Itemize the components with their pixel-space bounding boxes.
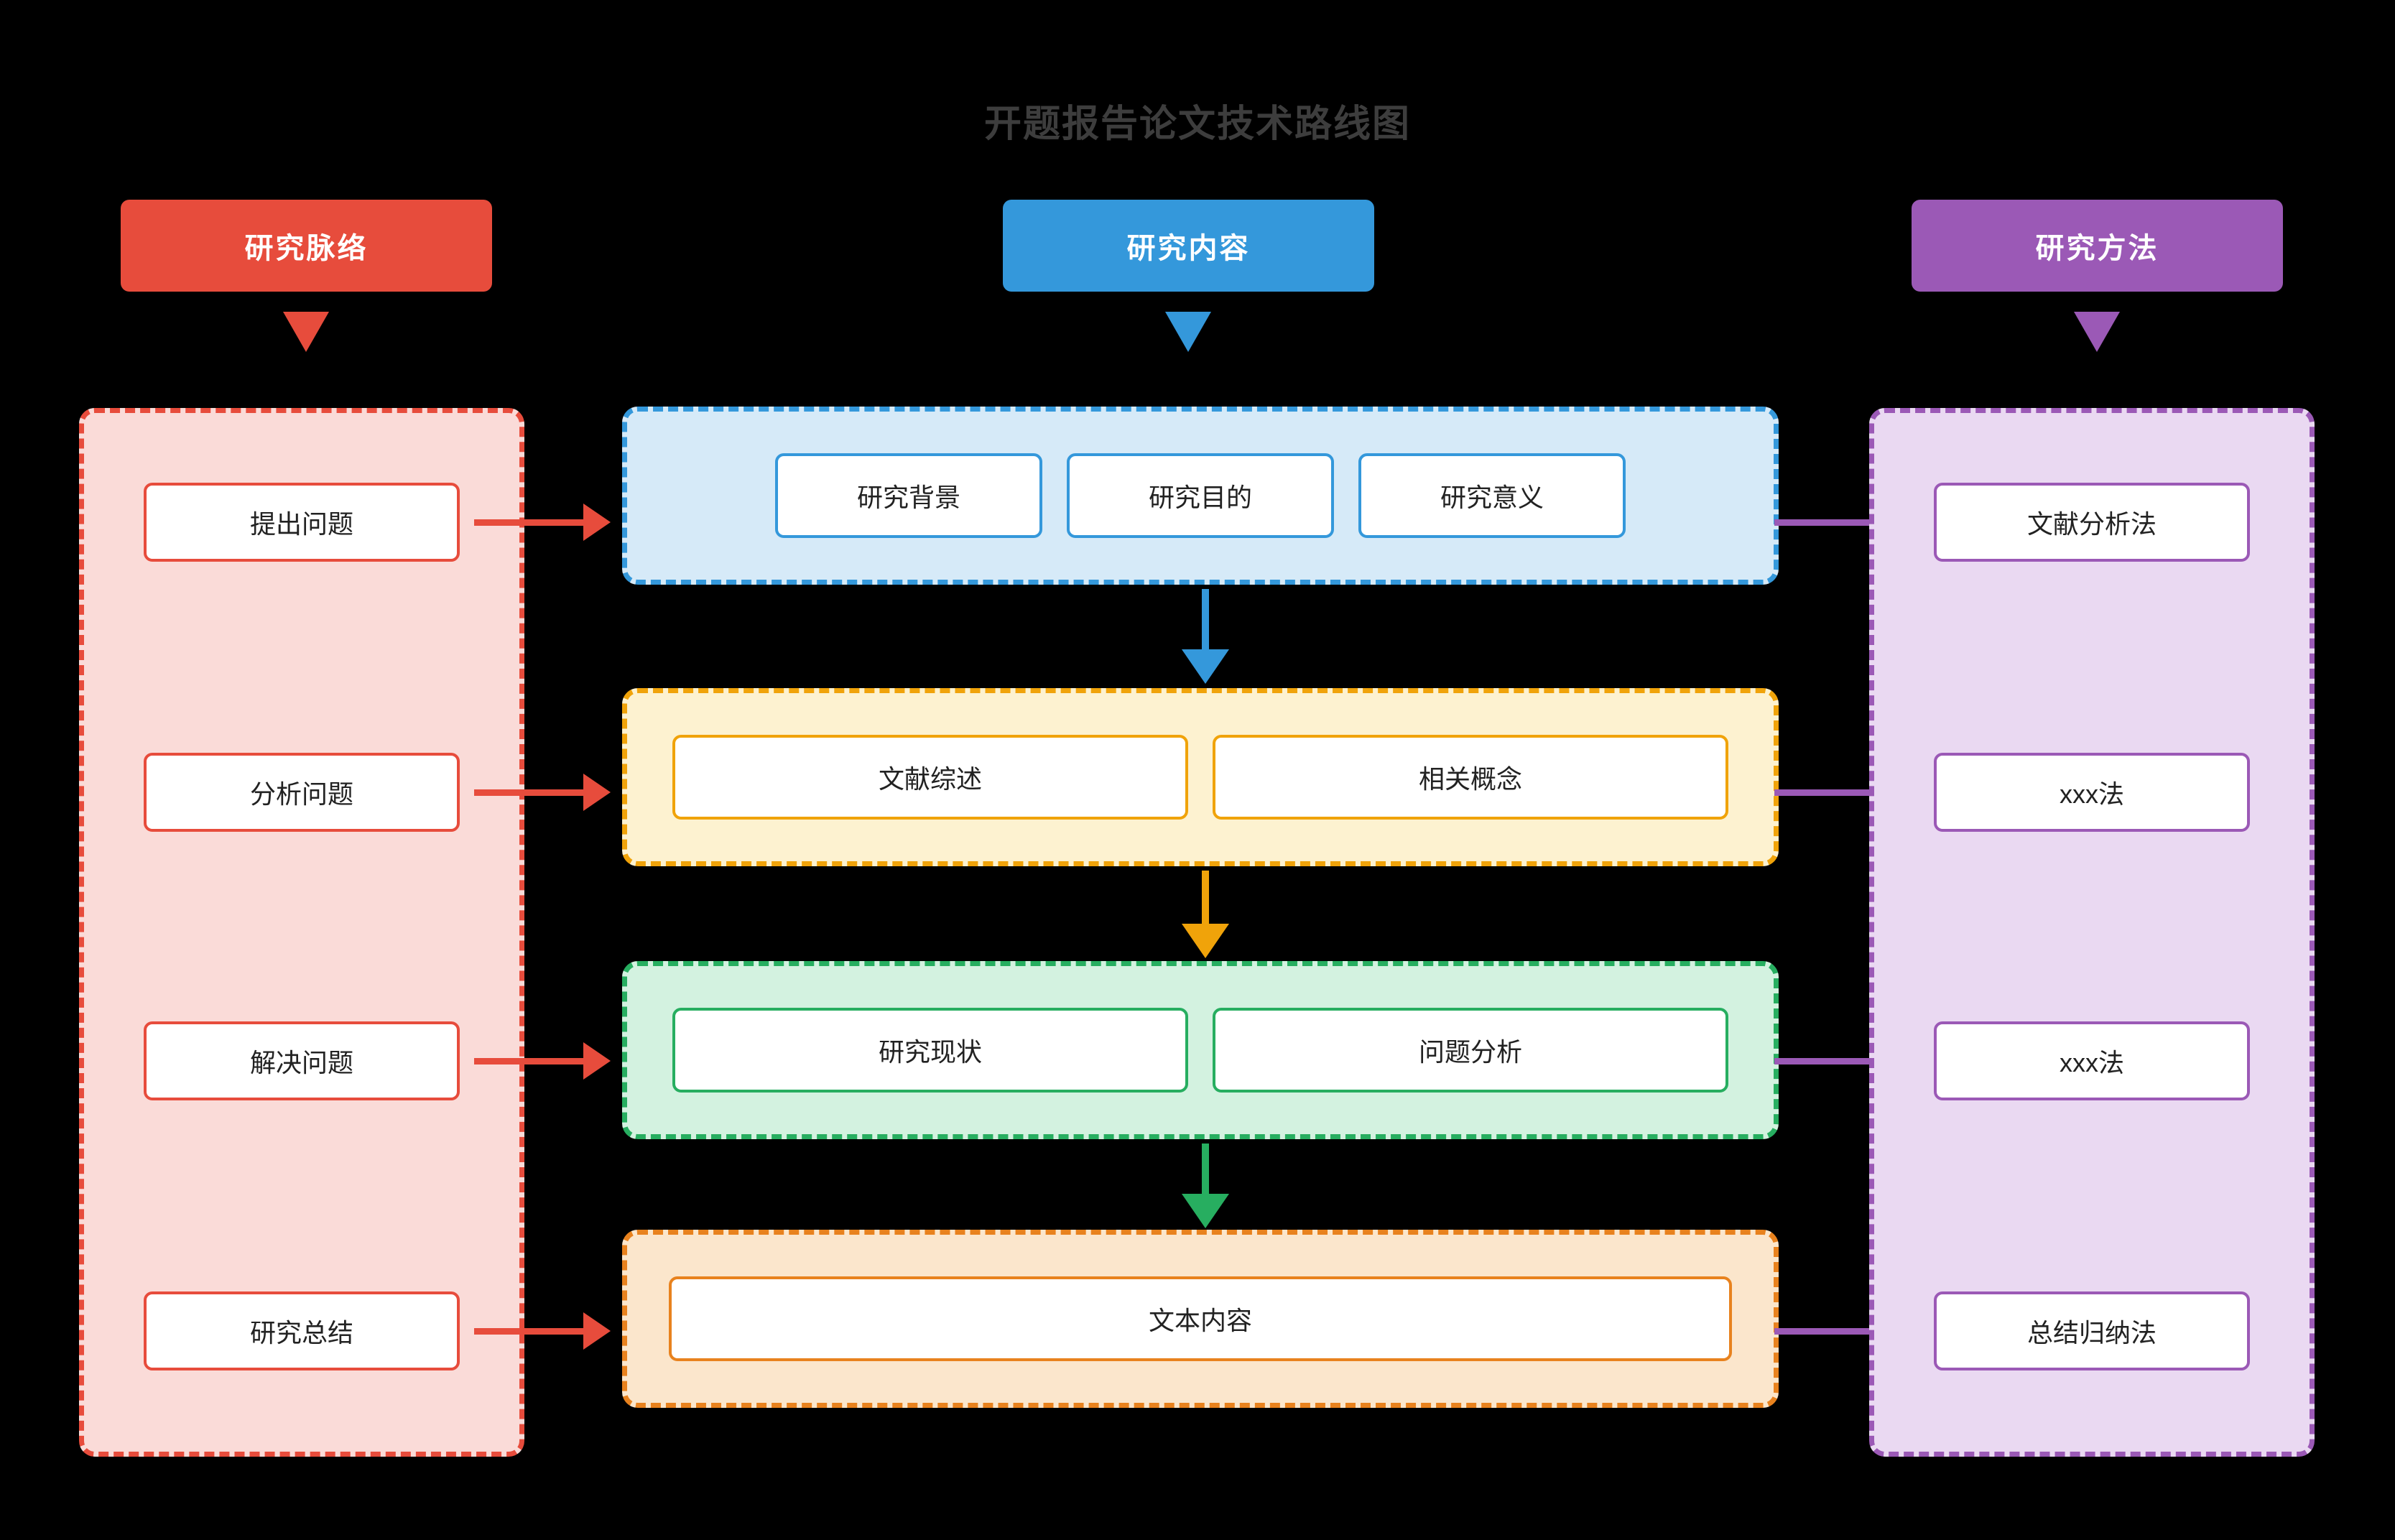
- list-item[interactable]: 文献分析法: [1934, 483, 2250, 562]
- column-header-center[interactable]: 研究内容: [1003, 200, 1374, 292]
- arrow-head: [583, 774, 611, 811]
- arrow-shaft: [474, 1058, 583, 1064]
- center-r3-card-label-1: 问题分析: [1418, 1037, 1522, 1067]
- column-header-center-label: 研究内容: [1126, 233, 1251, 264]
- center-r1-card-label-0: 研究背景: [856, 483, 960, 512]
- arrow-right-icon-left-0: [474, 504, 611, 541]
- arrow-shaft: [474, 789, 583, 796]
- list-item[interactable]: 相关概念: [1213, 735, 1728, 820]
- arrow-head: [583, 504, 611, 541]
- arrow-down-icon-3: [1182, 1144, 1229, 1228]
- triangle-down-icon-center: [1165, 312, 1211, 352]
- list-item[interactable]: 研究现状: [672, 1008, 1188, 1093]
- arrow-down-icon-2: [1182, 871, 1229, 958]
- triangle-down-icon-right: [2074, 312, 2120, 352]
- right-item-label-0: 文献分析法: [2026, 509, 2157, 539]
- column-header-right[interactable]: 研究方法: [1912, 200, 2283, 292]
- left-column-panel: [79, 408, 524, 1457]
- list-item[interactable]: xxx法: [1934, 1021, 2250, 1100]
- right-item-label-1: xxx法: [2059, 779, 2124, 809]
- arrow-head: [583, 1042, 611, 1080]
- arrow-right-icon-left-3: [474, 1312, 611, 1350]
- right-item-label-3: 总结归纳法: [2026, 1318, 2157, 1348]
- triangle-down-icon-left: [283, 312, 329, 352]
- arrow-right-icon-left-2: [474, 1042, 611, 1080]
- list-item[interactable]: 分析问题: [144, 753, 460, 832]
- center-r1-card-label-2: 研究意义: [1440, 483, 1544, 512]
- center-r3-card-label-0: 研究现状: [878, 1037, 982, 1067]
- list-item[interactable]: 研究总结: [144, 1291, 460, 1370]
- center-row-panel-1: 研究背景 研究目的 研究意义: [622, 407, 1779, 585]
- arrow-down-icon-1: [1182, 589, 1229, 684]
- list-item[interactable]: 问题分析: [1213, 1008, 1728, 1093]
- left-item-label-1: 分析问题: [249, 779, 353, 809]
- arrow-shaft: [1774, 1328, 1884, 1335]
- right-column-panel: [1869, 408, 2315, 1457]
- arrow-head: [1182, 924, 1229, 958]
- center-row-panel-2: 文献综述 相关概念: [622, 688, 1779, 866]
- center-row-panel-4: 文本内容: [622, 1230, 1779, 1408]
- list-item[interactable]: xxx法: [1934, 753, 2250, 832]
- list-item[interactable]: 研究背景: [775, 453, 1042, 538]
- arrow-shaft: [1202, 871, 1209, 924]
- arrow-shaft: [474, 519, 583, 526]
- arrow-head: [583, 1312, 611, 1350]
- list-item[interactable]: 研究意义: [1358, 453, 1626, 538]
- list-item[interactable]: 总结归纳法: [1934, 1291, 2250, 1370]
- arrow-shaft: [1202, 1144, 1209, 1194]
- list-item[interactable]: 文献综述: [672, 735, 1188, 820]
- column-header-right-label: 研究方法: [2035, 233, 2159, 264]
- list-item[interactable]: 解决问题: [144, 1021, 460, 1100]
- arrow-head: [1182, 1194, 1229, 1228]
- column-header-left-label: 研究脉络: [244, 233, 369, 264]
- center-r4-card-label-0: 文本内容: [1148, 1306, 1252, 1335]
- arrow-head: [1182, 649, 1229, 684]
- left-item-label-0: 提出问题: [249, 509, 353, 539]
- arrow-shaft: [1774, 519, 1884, 526]
- arrow-shaft: [1774, 789, 1884, 796]
- arrow-shaft: [1774, 1058, 1884, 1064]
- right-item-label-2: xxx法: [2059, 1048, 2124, 1077]
- left-item-label-2: 解决问题: [249, 1048, 353, 1077]
- arrow-shaft: [474, 1328, 583, 1335]
- list-item[interactable]: 提出问题: [144, 483, 460, 562]
- center-r1-card-label-1: 研究目的: [1148, 483, 1252, 512]
- arrow-shaft: [1202, 589, 1209, 649]
- center-row-panel-3: 研究现状 问题分析: [622, 961, 1779, 1139]
- left-item-label-3: 研究总结: [249, 1318, 353, 1348]
- arrow-right-icon-left-1: [474, 774, 611, 811]
- list-item[interactable]: 研究目的: [1067, 453, 1334, 538]
- page-title: 开题报告论文技术路线图: [983, 103, 1411, 145]
- column-header-left[interactable]: 研究脉络: [121, 200, 492, 292]
- center-r2-card-label-0: 文献综述: [878, 764, 982, 794]
- list-item[interactable]: 文本内容: [669, 1276, 1732, 1361]
- center-r2-card-label-1: 相关概念: [1418, 764, 1522, 794]
